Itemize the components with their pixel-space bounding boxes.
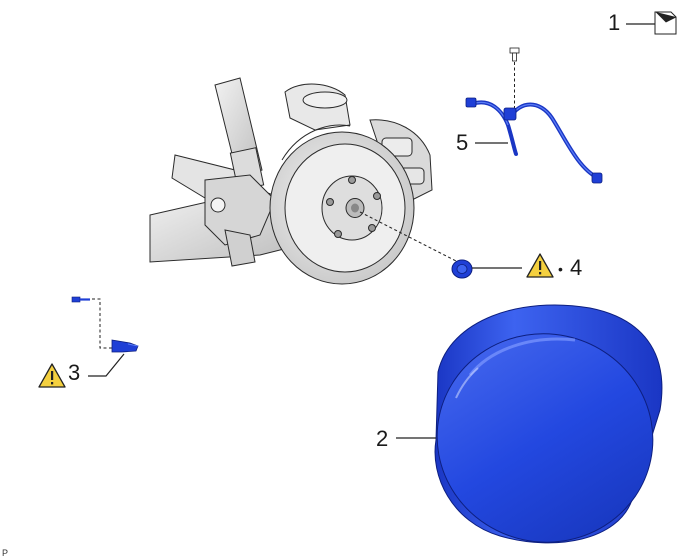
callout-4-number: 4 [570,255,582,280]
warning-triangle-icon [526,253,554,278]
bullet-mark: • [558,261,563,277]
callout-1-number: 1 [608,10,620,35]
part-4-grease-cap [451,259,473,279]
callout-3: 3 [38,353,125,388]
callout-3-number: 3 [68,360,80,385]
callout-2: 2 [376,426,436,451]
part-3-speed-sensor [71,296,139,353]
callout-1: 1 [608,10,677,35]
part-5-sensor-harness [465,47,603,184]
part-2-cap [434,304,663,544]
hub-to-grease-cap-line [359,211,459,263]
callout-4: • 4 [472,253,582,280]
corner-code: P [2,548,8,558]
warning-triangle-icon [38,363,66,388]
axle-hub-assembly [149,77,433,285]
callout-5-number: 5 [456,130,468,155]
part-document-icon [654,11,677,35]
callout-2-number: 2 [376,426,388,451]
callout-5: 5 [456,130,508,155]
